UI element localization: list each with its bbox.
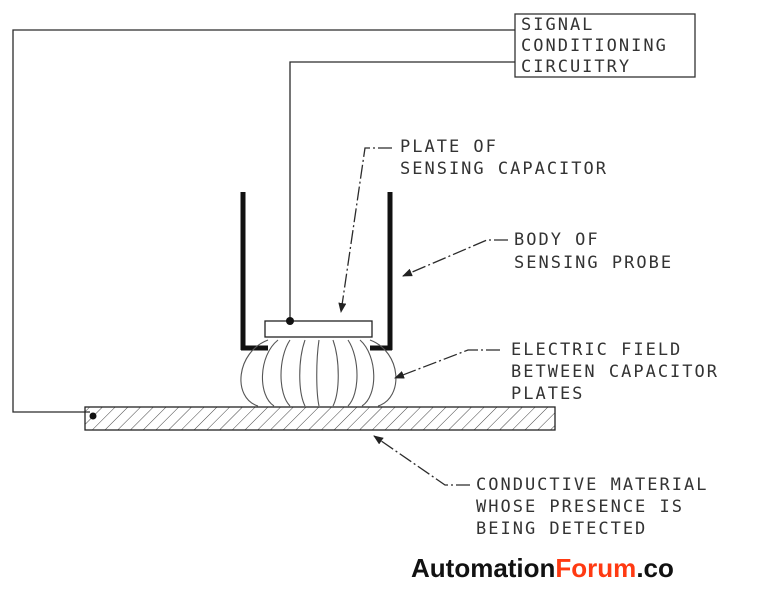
brand-part-forum: Forum (555, 553, 637, 583)
plate-wire (289, 61, 515, 322)
plate-arrow (338, 147, 392, 313)
signal-conditioning-label-line-1: SIGNAL (521, 15, 594, 35)
signal-conditioning-label-line-3: CIRCUITRY (521, 57, 631, 77)
plate-label: PLATE OF SENSING CAPACITOR (400, 137, 608, 179)
field-arrow (394, 349, 500, 379)
plate-label-line-2: SENSING CAPACITOR (400, 159, 608, 179)
field-label-line-1: ELECTRIC FIELD (511, 340, 682, 360)
conductive-label-line-3: BEING DETECTED (476, 519, 647, 539)
body-arrow (402, 239, 508, 277)
sensing-capacitor-plate (264, 320, 373, 338)
brand-part-domain: .co (636, 553, 674, 583)
signal-conditioning-box: SIGNAL CONDITIONING CIRCUITRY (514, 13, 696, 78)
conductive-material-bar (84, 406, 556, 431)
body-label-line-2: SENSING PROBE (514, 253, 673, 273)
field-label-line-3: PLATES (511, 384, 584, 404)
body-label: BODY OF SENSING PROBE (514, 230, 673, 273)
body-label-line-1: BODY OF (514, 230, 600, 250)
brand-part-automation: Automation (411, 553, 556, 583)
ground-wire (12, 29, 515, 413)
field-label-line-2: BETWEEN CAPACITOR (511, 362, 719, 382)
conductive-label: CONDUCTIVE MATERIAL WHOSE PRESENCE IS BE… (476, 475, 708, 539)
signal-conditioning-label-line-2: CONDITIONING (521, 36, 668, 56)
field-label: ELECTRIC FIELD BETWEEN CAPACITOR PLATES (511, 340, 719, 404)
plate-connection-dot (286, 317, 294, 325)
ground-connection-dot (89, 412, 97, 420)
conductive-arrow (373, 435, 470, 486)
electric-field-lines (240, 339, 397, 407)
automationforum-watermark: AutomationForum.co (411, 553, 674, 584)
conductive-label-line-2: WHOSE PRESENCE IS (476, 497, 684, 517)
plate-label-line-1: PLATE OF (400, 137, 498, 157)
conductive-label-line-1: CONDUCTIVE MATERIAL (476, 475, 708, 495)
